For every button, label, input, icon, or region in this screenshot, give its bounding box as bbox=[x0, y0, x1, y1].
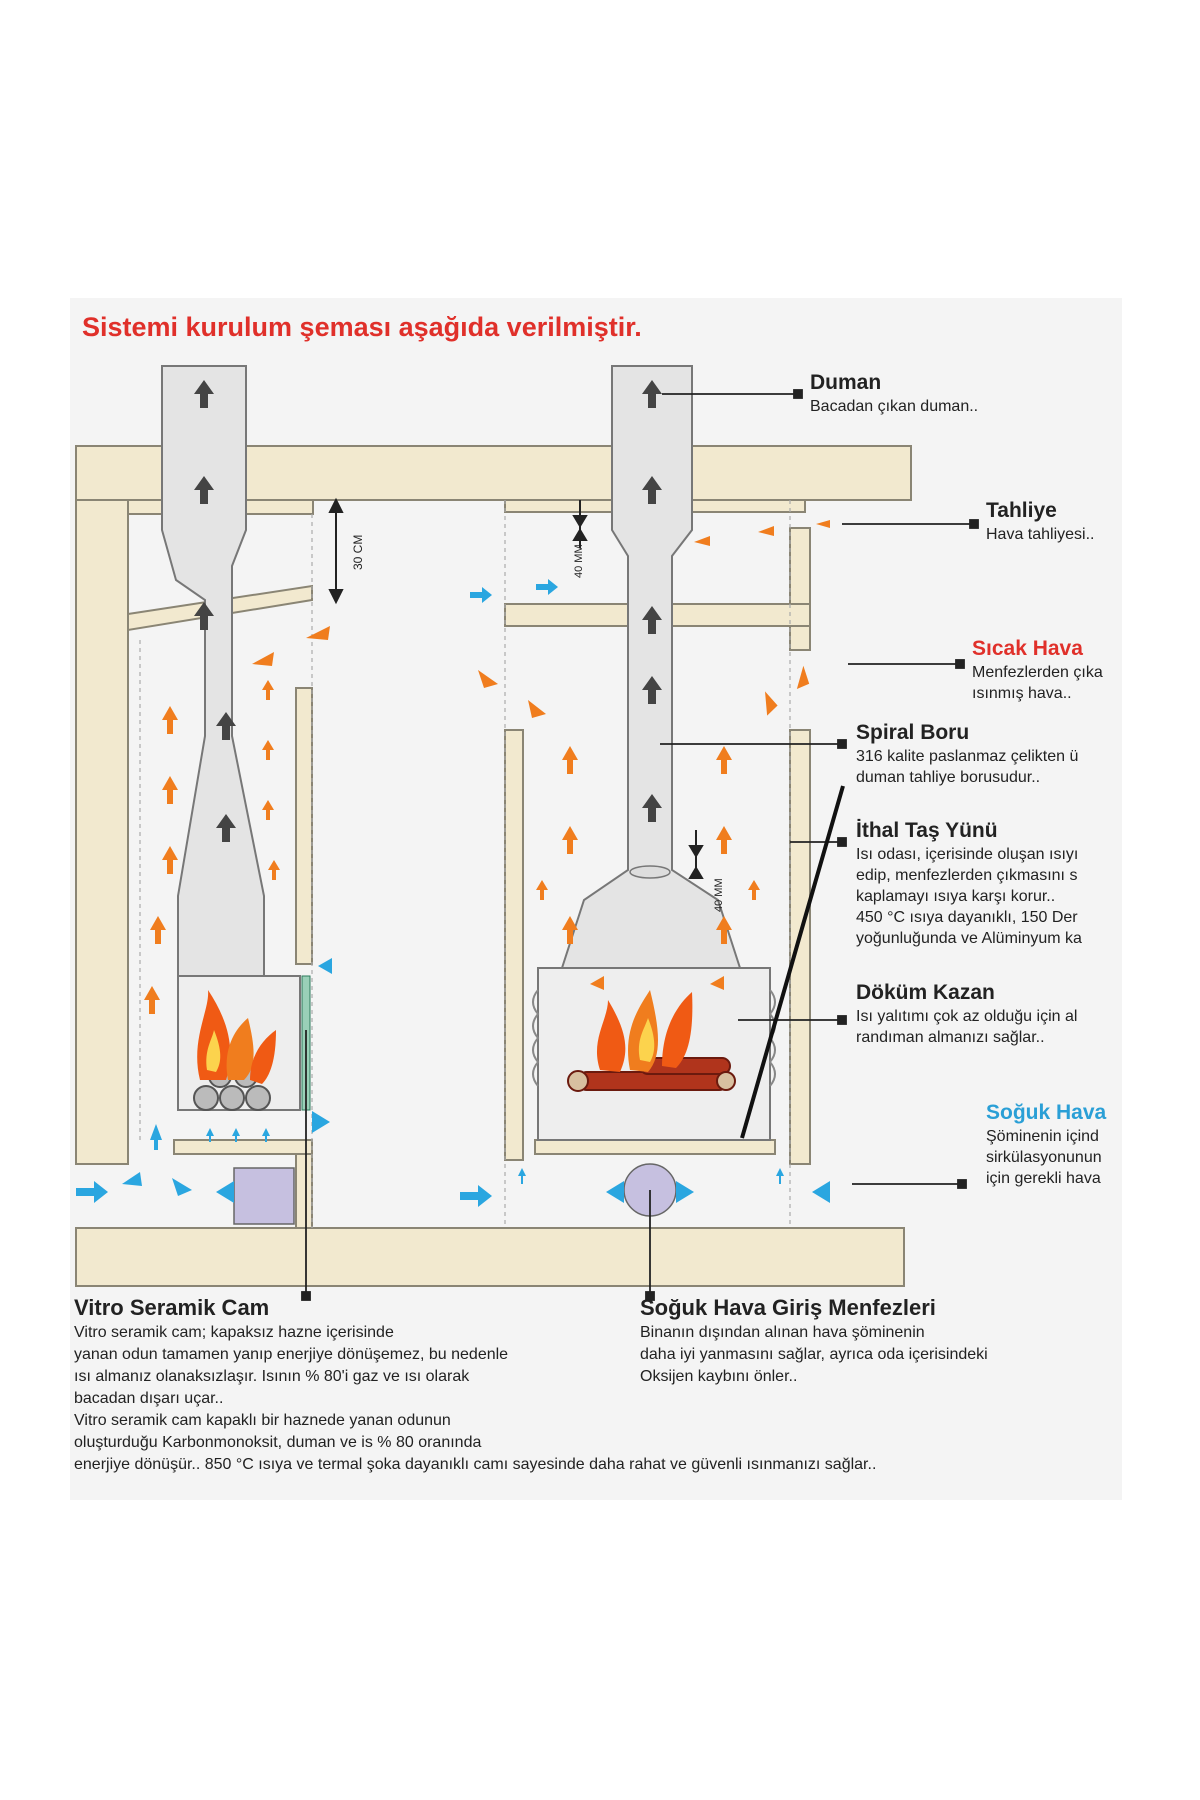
left-outer-wall bbox=[75, 499, 129, 1165]
dimension-markers bbox=[328, 497, 704, 879]
label-tahliye: Tahliye Hava tahliyesi.. bbox=[986, 498, 1122, 545]
leader-lines bbox=[301, 389, 979, 1301]
spiral-pipe-collar bbox=[629, 865, 671, 879]
smoke-arrows bbox=[194, 380, 662, 842]
label-tas-yunu-desc-1: Isı odası, içerisinde oluşan ısıyı bbox=[856, 846, 1079, 863]
menfez-line-3: Oksijen kaybını önler.. bbox=[640, 1368, 798, 1385]
menfez-line-2: daha iyi yanmasını sağlar, ayrıca oda iç… bbox=[640, 1346, 988, 1363]
right-flame-icon bbox=[596, 990, 693, 1072]
label-tas-yunu-desc-5: yoğunluğunda ve Alüminyum ka bbox=[856, 930, 1082, 947]
label-sicak-hava-desc-1: Menfezlerden çıka bbox=[972, 664, 1103, 681]
label-sicak-hava: Sıcak Hava Menfezlerden çıka ısınmış hav… bbox=[972, 636, 1122, 704]
right-hearth bbox=[534, 1139, 776, 1155]
left-fireplace bbox=[161, 365, 311, 1225]
right-upper-wall bbox=[789, 527, 811, 651]
label-spiral-boru-desc-1: 316 kalite paslanmaz çelikten ü bbox=[856, 748, 1079, 765]
menfez-line-1: Binanın dışından alınan hava şöminenin bbox=[640, 1324, 925, 1341]
hand-drawn-line bbox=[740, 785, 845, 1139]
label-dokum-kazan-desc-2: randıman almanızı sağlar.. bbox=[856, 1029, 1045, 1046]
left-air-intake-box bbox=[233, 1167, 295, 1225]
label-soguk-hava-desc-3: için gerekli hava bbox=[986, 1170, 1101, 1187]
label-soguk-hava-heading: Soğuk Hava bbox=[986, 1101, 1107, 1124]
label-spiral-boru: Spiral Boru 316 kalite paslanmaz çelikte… bbox=[856, 720, 1122, 788]
vitro-line-3: ısı almanız olanaksızlaşır. Isının % 80'… bbox=[74, 1368, 470, 1385]
label-spiral-boru-desc-2: duman tahliye borusudur.. bbox=[856, 769, 1041, 786]
label-tas-yunu-desc-2: edip, menfezlerden çıkmasını s bbox=[856, 867, 1078, 884]
left-hearth bbox=[173, 1139, 313, 1155]
label-soguk-hava: Soğuk Hava Şöminenin içind sirkülasyonun… bbox=[986, 1100, 1122, 1189]
building-structure bbox=[75, 445, 912, 1287]
vitro-line-2: yanan odun tamamen yanıp enerjiye dönüşe… bbox=[74, 1346, 509, 1363]
label-spiral-boru-heading: Spiral Boru bbox=[856, 721, 970, 744]
right-outer-wall bbox=[789, 729, 811, 1165]
dim-pipe-gap-bottom: 40 MM bbox=[713, 878, 725, 912]
left-flame-icon bbox=[197, 990, 276, 1084]
label-duman-desc: Bacadan çıkan duman.. bbox=[810, 398, 979, 415]
label-dokum-kazan-heading: Döküm Kazan bbox=[856, 981, 995, 1004]
label-sicak-hava-heading: Sıcak Hava bbox=[972, 637, 1083, 660]
insulation-lines bbox=[139, 500, 791, 1228]
label-tas-yunu: İthal Taş Yünü Isı odası, içerisinde olu… bbox=[856, 818, 1122, 949]
label-dokum-kazan: Döküm Kazan Isı yalıtımı çok az olduğu i… bbox=[856, 980, 1122, 1048]
label-tas-yunu-heading: İthal Taş Yünü bbox=[856, 819, 998, 842]
vitro-line-7: enerjiye dönüşür.. 850 °C ısıya ve terma… bbox=[74, 1456, 877, 1473]
left-inner-wall bbox=[295, 687, 313, 965]
right-fireplace bbox=[532, 365, 776, 1217]
vitro-line-6: oluşturduğu Karbonmonoksit, duman ve is … bbox=[74, 1434, 482, 1451]
right-logs bbox=[567, 1057, 736, 1092]
middle-wall bbox=[504, 729, 524, 1161]
vitro-line-5: Vitro seramik cam kapaklı bir haznede ya… bbox=[74, 1412, 451, 1429]
vitro-heading: Vitro Seramik Cam bbox=[74, 1295, 270, 1320]
dim-pipe-gap-top: 40 MM bbox=[573, 544, 585, 578]
hot-air-arrows bbox=[144, 520, 830, 1014]
dim-top-gap: 30 CM bbox=[351, 535, 365, 570]
menfez-section: Soğuk Hava Giriş Menfezleri Binanın dışı… bbox=[640, 1294, 1120, 1388]
label-soguk-hava-desc-2: sirkülasyonunun bbox=[986, 1149, 1102, 1166]
label-tahliye-heading: Tahliye bbox=[986, 499, 1057, 522]
label-soguk-hava-desc-1: Şöminenin içind bbox=[986, 1128, 1099, 1145]
vitro-line-1: Vitro seramik cam; kapaksız hazne içeris… bbox=[74, 1324, 394, 1341]
label-duman: Duman Bacadan çıkan duman.. bbox=[810, 370, 1110, 417]
floor-slab bbox=[75, 1227, 905, 1287]
label-sicak-hava-desc-2: ısınmış hava.. bbox=[972, 685, 1072, 702]
vitro-line-4: bacadan dışarı uçar.. bbox=[74, 1390, 224, 1407]
menfez-heading: Soğuk Hava Giriş Menfezleri bbox=[640, 1295, 936, 1320]
page-title: Sistemi kurulum şeması aşağıda verilmişt… bbox=[82, 312, 642, 342]
label-duman-heading: Duman bbox=[810, 371, 882, 394]
label-tahliye-desc: Hava tahliyesi.. bbox=[986, 526, 1095, 543]
label-dokum-kazan-desc-1: Isı yalıtımı çok az olduğu için al bbox=[856, 1008, 1078, 1025]
vitro-section: Vitro Seramik Cam Vitro seramik cam; kap… bbox=[74, 1294, 1120, 1476]
label-tas-yunu-desc-3: kaplamayı ısıya karşı korur.. bbox=[856, 888, 1056, 905]
cold-air-arrows bbox=[76, 579, 830, 1207]
label-tas-yunu-desc-4: 450 °C ısıya dayanıklı, 150 Der bbox=[856, 909, 1078, 926]
